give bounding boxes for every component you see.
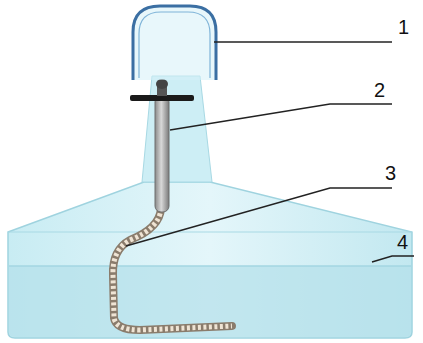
cap-inner [139, 12, 210, 78]
wick-holder [155, 96, 169, 212]
leader-line [126, 188, 392, 246]
callout-number: 3 [385, 163, 396, 183]
holder-knob [156, 79, 168, 89]
bottle-body [8, 182, 412, 338]
leader-line [372, 256, 414, 262]
cap [133, 6, 216, 80]
wick [113, 208, 232, 330]
callout-number: 1 [398, 17, 409, 37]
callout-number: 2 [374, 80, 385, 100]
leader-line [214, 41, 392, 43]
callout-number: 4 [397, 232, 408, 252]
shoulder-edge [8, 232, 412, 233]
liquid-level [9, 265, 411, 267]
leader-line [170, 104, 392, 130]
wick-beads [113, 208, 232, 330]
